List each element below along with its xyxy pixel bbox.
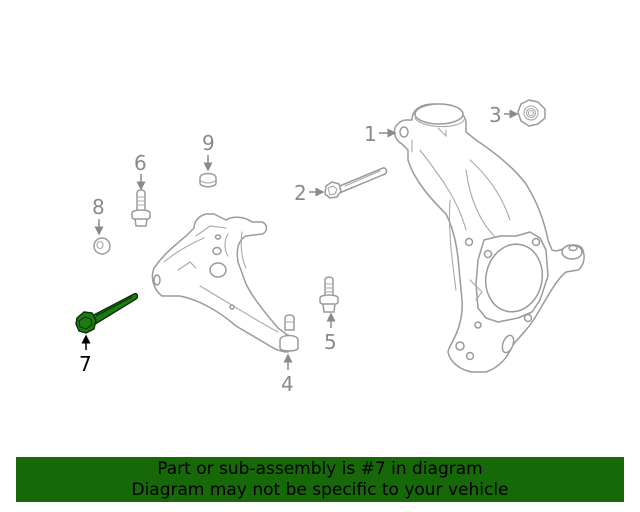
callout-3[interactable]: 3 (489, 103, 519, 127)
callout-5[interactable]: 5 (324, 312, 337, 354)
callout-4[interactable]: 4 (281, 353, 294, 396)
callout-1[interactable]: 1 (364, 122, 397, 146)
banner-line-part-number: Part or sub-assembly is #7 in diagram (157, 459, 483, 479)
callout-2[interactable]: 2 (294, 181, 325, 205)
cap-part-9[interactable] (199, 172, 217, 188)
svg-text:4: 4 (281, 372, 294, 396)
callout-9[interactable]: 9 (202, 131, 215, 172)
cam-bolt-part-7[interactable] (75, 292, 139, 334)
bolt-part-2[interactable] (324, 167, 388, 199)
callout-6[interactable]: 6 (134, 151, 147, 191)
highlight-notice-banner: Part or sub-assembly is #7 in diagram Di… (16, 457, 624, 502)
nut-part-3[interactable] (517, 99, 546, 127)
lower-control-arm-part[interactable] (151, 213, 299, 353)
callout-7[interactable]: 7 (79, 334, 92, 376)
bolt-part-5[interactable] (319, 276, 339, 313)
svg-text:6: 6 (134, 151, 147, 175)
washer-part-8[interactable] (93, 237, 111, 255)
svg-text:5: 5 (324, 330, 337, 354)
svg-text:1: 1 (364, 122, 377, 146)
svg-text:9: 9 (202, 131, 215, 155)
banner-line-disclaimer: Diagram may not be specific to your vehi… (131, 480, 509, 500)
callout-8[interactable]: 8 (92, 195, 105, 236)
svg-text:8: 8 (92, 195, 105, 219)
svg-text:3: 3 (489, 103, 502, 127)
bolt-part-6[interactable] (131, 189, 151, 227)
svg-text:7: 7 (79, 352, 92, 376)
svg-text:2: 2 (294, 181, 307, 205)
steering-knuckle-part[interactable] (393, 103, 585, 373)
